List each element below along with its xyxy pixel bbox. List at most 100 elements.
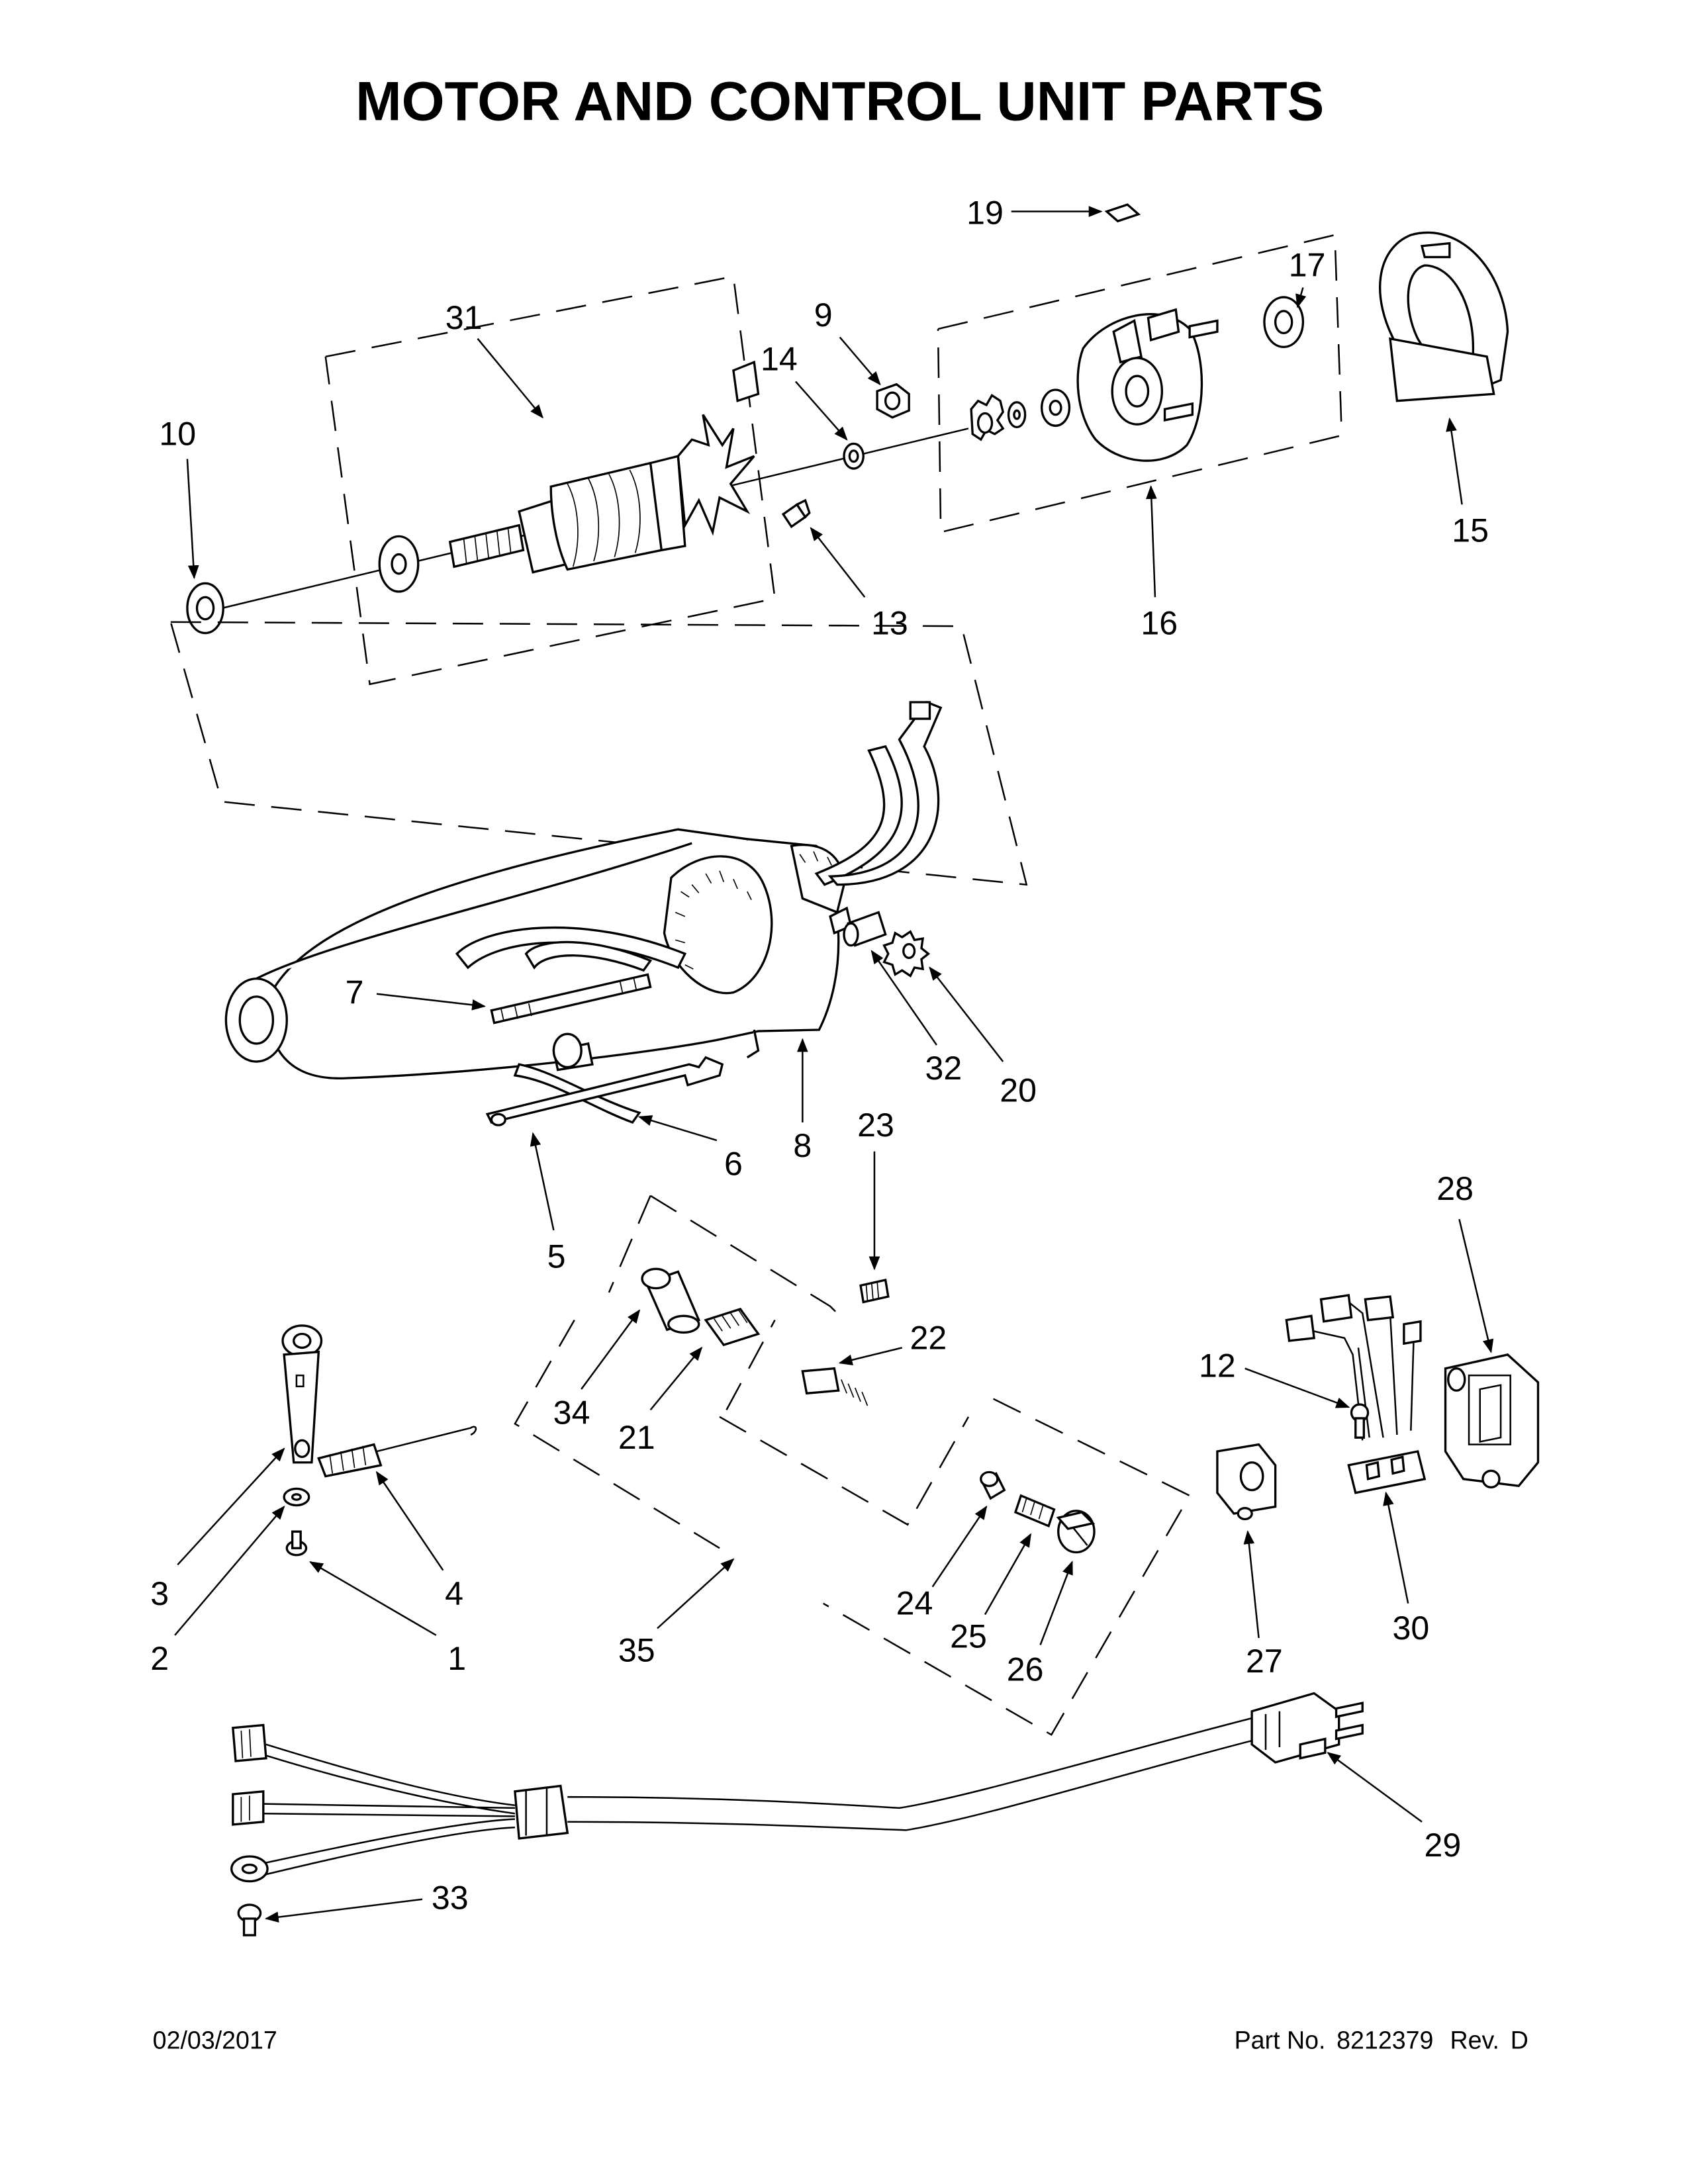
callout-2: 2 bbox=[150, 1505, 285, 1677]
svg-text:29: 29 bbox=[1424, 1827, 1461, 1864]
brush-cap-part bbox=[980, 1471, 1006, 1500]
callout-5: 5 bbox=[530, 1132, 566, 1275]
svg-text:7: 7 bbox=[346, 974, 364, 1011]
speed-lever-part bbox=[281, 1324, 323, 1464]
callout-23: 23 bbox=[857, 1107, 894, 1271]
callout-1: 1 bbox=[308, 1561, 466, 1677]
svg-text:10: 10 bbox=[159, 416, 196, 453]
svg-text:15: 15 bbox=[1452, 512, 1489, 549]
svg-text:17: 17 bbox=[1289, 247, 1326, 284]
callout-6: 6 bbox=[637, 1115, 743, 1182]
svg-text:22: 22 bbox=[910, 1319, 947, 1356]
part-no-label: Part No. bbox=[1235, 2026, 1326, 2054]
callout-22: 22 bbox=[838, 1319, 947, 1366]
svg-text:1: 1 bbox=[447, 1640, 466, 1677]
callout-29: 29 bbox=[1327, 1752, 1461, 1864]
callout-25: 25 bbox=[950, 1533, 1032, 1655]
svg-text:33: 33 bbox=[432, 1879, 469, 1916]
bushing-part bbox=[781, 498, 811, 529]
callout-35: 35 bbox=[618, 1558, 735, 1669]
svg-text:26: 26 bbox=[1007, 1651, 1044, 1688]
stud-part bbox=[490, 973, 652, 1024]
callout-14: 14 bbox=[761, 341, 848, 441]
motor-housing-part bbox=[224, 700, 943, 1079]
svg-text:31: 31 bbox=[445, 299, 483, 336]
svg-text:5: 5 bbox=[547, 1238, 566, 1275]
callout-20: 20 bbox=[929, 966, 1037, 1109]
callout-7: 7 bbox=[346, 974, 487, 1011]
brush-sleeve-part bbox=[641, 1267, 700, 1334]
callout-13: 13 bbox=[810, 527, 908, 642]
end-shield-part bbox=[970, 308, 1219, 462]
svg-text:2: 2 bbox=[150, 1640, 169, 1677]
motor-housing-outline bbox=[169, 621, 1028, 886]
svg-text:6: 6 bbox=[724, 1145, 743, 1182]
callout-4: 4 bbox=[375, 1471, 463, 1612]
control-unit-part bbox=[1285, 1294, 1427, 1494]
callout-28: 28 bbox=[1436, 1170, 1494, 1353]
bearing-part bbox=[1263, 296, 1305, 348]
plate-part bbox=[485, 1056, 724, 1126]
lock-washer-part bbox=[882, 930, 931, 978]
svg-text:28: 28 bbox=[1436, 1170, 1474, 1207]
control-screw-part bbox=[1350, 1403, 1370, 1439]
callout-33: 33 bbox=[264, 1879, 469, 1923]
callout-15: 15 bbox=[1446, 417, 1489, 549]
control-board-part bbox=[1444, 1353, 1540, 1489]
svg-text:32: 32 bbox=[925, 1050, 962, 1087]
svg-text:25: 25 bbox=[950, 1618, 987, 1655]
svg-text:23: 23 bbox=[857, 1107, 894, 1144]
callout-16: 16 bbox=[1141, 485, 1178, 642]
nut-part bbox=[876, 383, 910, 419]
end-shield-group-outline bbox=[937, 234, 1343, 533]
bearing-washer-part bbox=[186, 582, 224, 635]
svg-text:12: 12 bbox=[1199, 1347, 1236, 1384]
svg-text:24: 24 bbox=[896, 1584, 933, 1621]
callout-31: 31 bbox=[445, 299, 544, 419]
rev-label: Rev. bbox=[1450, 2026, 1499, 2054]
callout-10: 10 bbox=[159, 416, 199, 580]
callout-9: 9 bbox=[814, 296, 881, 386]
spring-part bbox=[859, 1279, 890, 1304]
washer-part bbox=[843, 442, 865, 470]
cap-spring-part bbox=[1013, 1494, 1056, 1528]
callout-17: 17 bbox=[1289, 247, 1326, 308]
callout-24: 24 bbox=[896, 1505, 988, 1621]
callout-19: 19 bbox=[966, 194, 1103, 231]
bracket-ring-part bbox=[1379, 231, 1509, 402]
svg-text:27: 27 bbox=[1246, 1643, 1283, 1680]
cord-screw-part bbox=[237, 1903, 262, 1936]
svg-text:19: 19 bbox=[966, 194, 1004, 231]
brush-holder-group-outline bbox=[514, 1195, 1191, 1736]
terminal-block-part bbox=[1216, 1443, 1277, 1521]
rev-value: D bbox=[1511, 2026, 1528, 2054]
lever-washer-part bbox=[283, 1487, 310, 1507]
svg-text:35: 35 bbox=[618, 1632, 655, 1669]
callout-26: 26 bbox=[1007, 1561, 1073, 1688]
svg-text:9: 9 bbox=[814, 296, 833, 334]
armature-part bbox=[378, 360, 760, 593]
brush-holder-part bbox=[704, 1307, 761, 1347]
callout-34: 34 bbox=[553, 1309, 641, 1431]
callout-12: 12 bbox=[1199, 1347, 1350, 1408]
callout-27: 27 bbox=[1243, 1530, 1283, 1680]
lever-spring-part bbox=[317, 1426, 477, 1478]
footer-date: 02/03/2017 bbox=[153, 2026, 277, 2054]
brush-and-spring-part bbox=[801, 1367, 868, 1406]
svg-text:30: 30 bbox=[1392, 1610, 1429, 1647]
callout-30: 30 bbox=[1383, 1491, 1429, 1647]
sleeve-part bbox=[843, 911, 887, 947]
svg-text:13: 13 bbox=[871, 605, 908, 642]
callout-32: 32 bbox=[870, 950, 962, 1087]
callout-21: 21 bbox=[618, 1346, 703, 1456]
page-title: MOTOR AND CONTROL UNIT PARTS bbox=[355, 70, 1324, 132]
svg-text:8: 8 bbox=[793, 1127, 812, 1164]
power-cord-part bbox=[230, 1692, 1364, 1883]
svg-text:21: 21 bbox=[618, 1419, 655, 1456]
svg-text:16: 16 bbox=[1141, 605, 1178, 642]
svg-text:4: 4 bbox=[445, 1575, 463, 1612]
clip-part bbox=[1104, 203, 1141, 223]
svg-text:14: 14 bbox=[761, 341, 798, 378]
